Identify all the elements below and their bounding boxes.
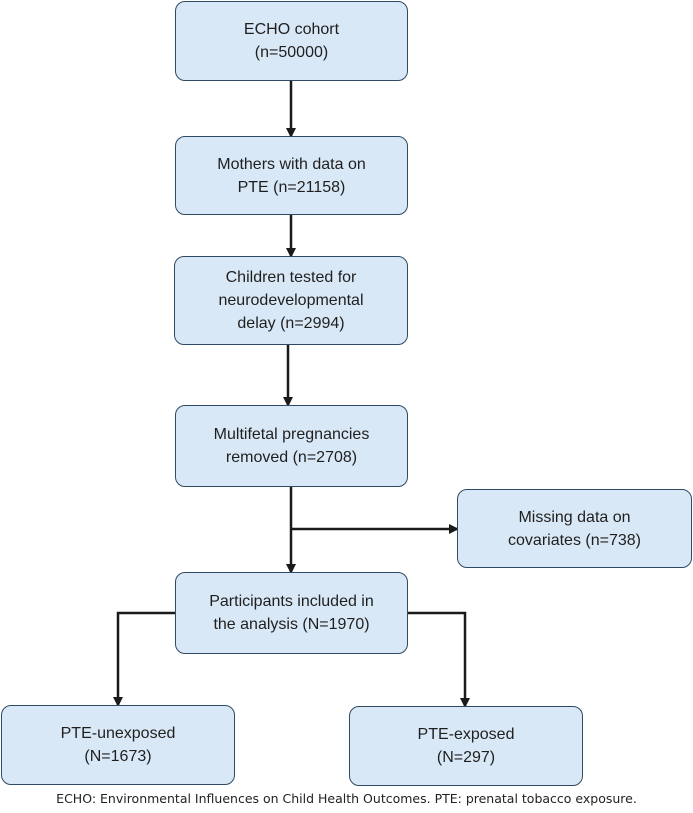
box-multifetal-removed: Multifetal pregnancies removed (n=2708): [175, 405, 408, 487]
box-pte-exposed-line2: (N=297): [436, 749, 496, 766]
box-children-tested-line1: Children tested for: [225, 269, 357, 286]
box-pte-unexposed-line2: (N=1673): [84, 748, 152, 765]
box-participants-included: Participants included in the analysis (N…: [175, 572, 408, 654]
figure-caption: ECHO: Environmental Influences on Child …: [56, 791, 637, 806]
box-participants-included-line2: the analysis (N=1970): [213, 616, 370, 633]
box-children-tested-line3: delay (n=2994): [237, 315, 345, 332]
box-mothers-pte-data-line1: Mothers with data on: [217, 155, 366, 173]
box-pte-exposed-line1: PTE-exposed: [417, 726, 515, 743]
arrow-included-to-unexposed: [113, 611, 175, 707]
box-missing-covariates-line1: Missing data on: [518, 508, 631, 526]
box-pte-unexposed: PTE-unexposed (N=1673): [1, 705, 235, 785]
box-multifetal-removed-line2: removed (n=2708): [225, 449, 358, 466]
box-participants-included-line1: Participants included in: [209, 593, 374, 610]
box-pte-unexposed-line1: PTE-unexposed: [60, 725, 176, 742]
box-missing-covariates-line2: covariates (n=738): [508, 531, 641, 549]
box-children-tested-line2: neurodevelopmental: [218, 292, 364, 309]
box-echo-cohort-line1: ECHO cohort: [243, 21, 340, 38]
box-multifetal-removed-line1: Multifetal pregnancies: [213, 426, 370, 443]
box-echo-cohort: ECHO cohort (n=50000): [175, 1, 408, 81]
arrow-included-to-exposed: [407, 611, 470, 708]
box-mothers-pte-data: Mothers with data on PTE (n=21158): [175, 136, 408, 215]
box-pte-exposed: PTE-exposed (N=297): [349, 706, 583, 786]
box-missing-covariates: Missing data on covariates (n=738): [457, 489, 692, 568]
box-children-tested: Children tested for neurodevelopmental d…: [174, 256, 408, 345]
box-mothers-pte-data-line2: PTE (n=21158): [237, 178, 346, 196]
box-echo-cohort-line2: (n=50000): [254, 44, 329, 61]
